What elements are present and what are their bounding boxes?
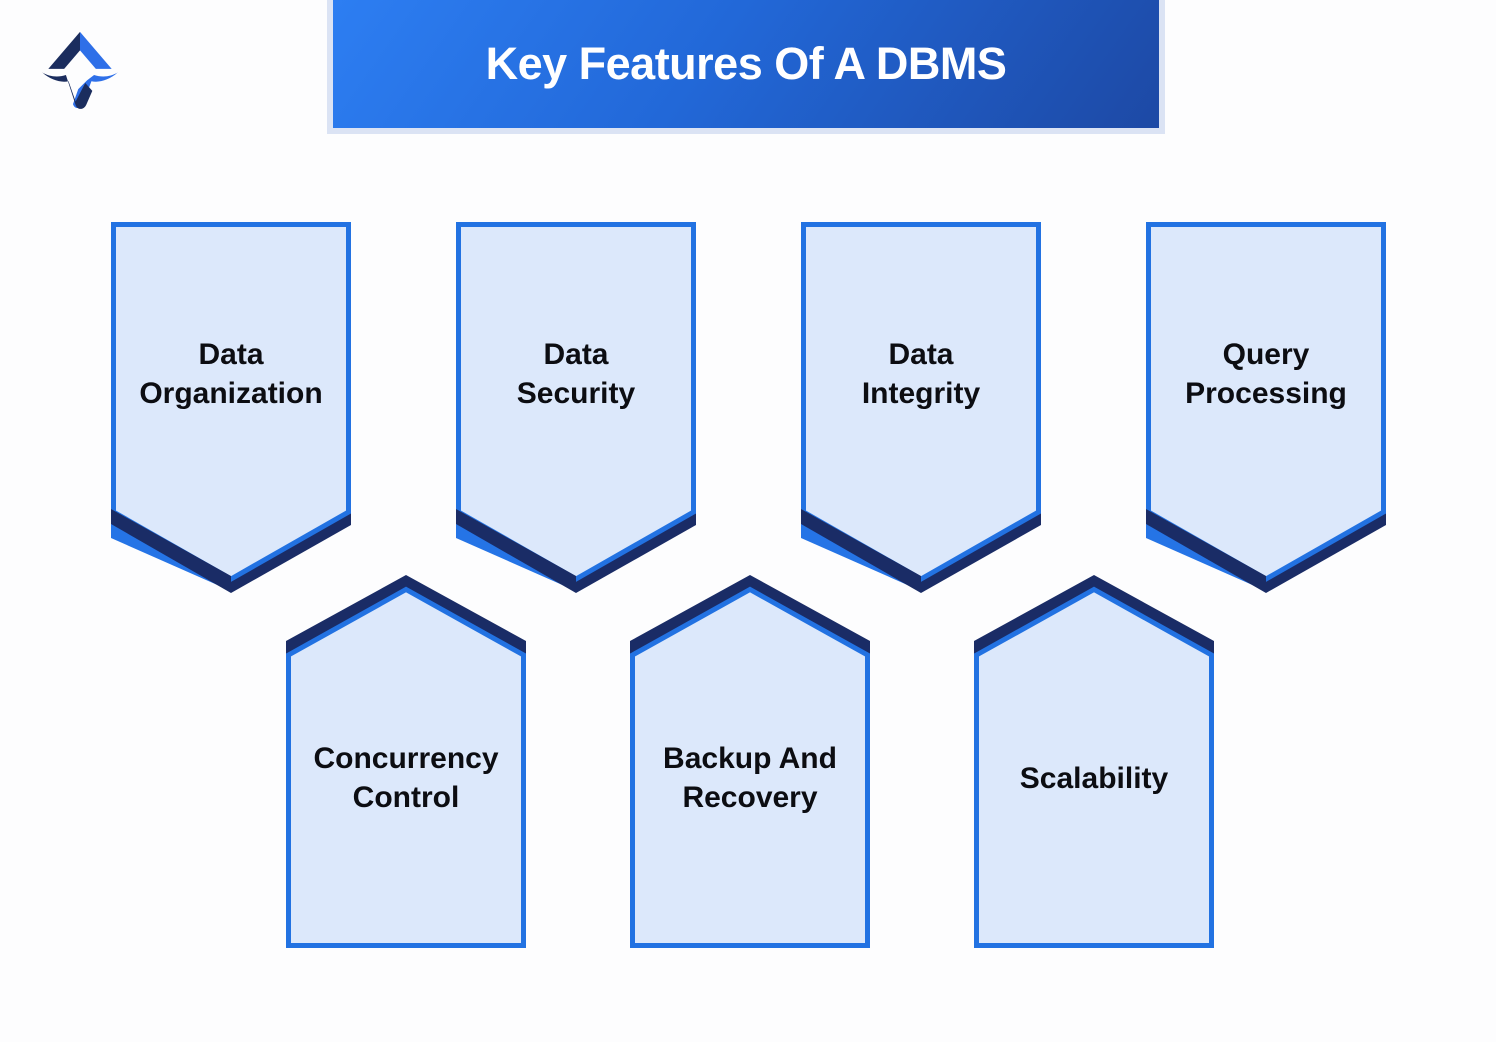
ribbon-point-up-shape bbox=[974, 575, 1214, 948]
feature-label: Concurrency Control bbox=[313, 742, 499, 814]
feature-label: Data Organization bbox=[139, 338, 323, 410]
header-banner: Key Features Of A DBMS bbox=[327, 0, 1165, 134]
ribbon-point-up-shape bbox=[630, 575, 870, 948]
feature-label: Query Processing bbox=[1185, 338, 1347, 410]
brand-logo-icon bbox=[42, 31, 118, 109]
feature-banner-data-security: Data Security bbox=[456, 222, 696, 595]
ribbon-point-up-shape bbox=[286, 575, 526, 948]
feature-label: Data Security bbox=[516, 338, 636, 410]
ribbon-point-down-shape bbox=[801, 222, 1041, 593]
feature-banner-backup-and-recovery: Backup And Recovery bbox=[630, 573, 870, 948]
feature-banner-data-integrity: Data Integrity bbox=[801, 222, 1041, 595]
ribbon-point-down-shape bbox=[1146, 222, 1386, 593]
feature-label: Backup And Recovery bbox=[663, 742, 837, 814]
feature-banner-data-organization: Data Organization bbox=[111, 222, 351, 595]
feature-banner-scalability: Scalability bbox=[974, 573, 1214, 948]
feature-banner-query-processing: Query Processing bbox=[1146, 222, 1386, 595]
feature-banner-concurrency-control: Concurrency Control bbox=[286, 573, 526, 948]
ribbon-point-down-shape bbox=[456, 222, 696, 593]
ribbon-point-down-shape bbox=[111, 222, 351, 593]
feature-label: Data Integrity bbox=[861, 338, 981, 410]
feature-label: Scalability bbox=[1019, 761, 1169, 795]
page-title: Key Features Of A DBMS bbox=[485, 38, 1007, 89]
